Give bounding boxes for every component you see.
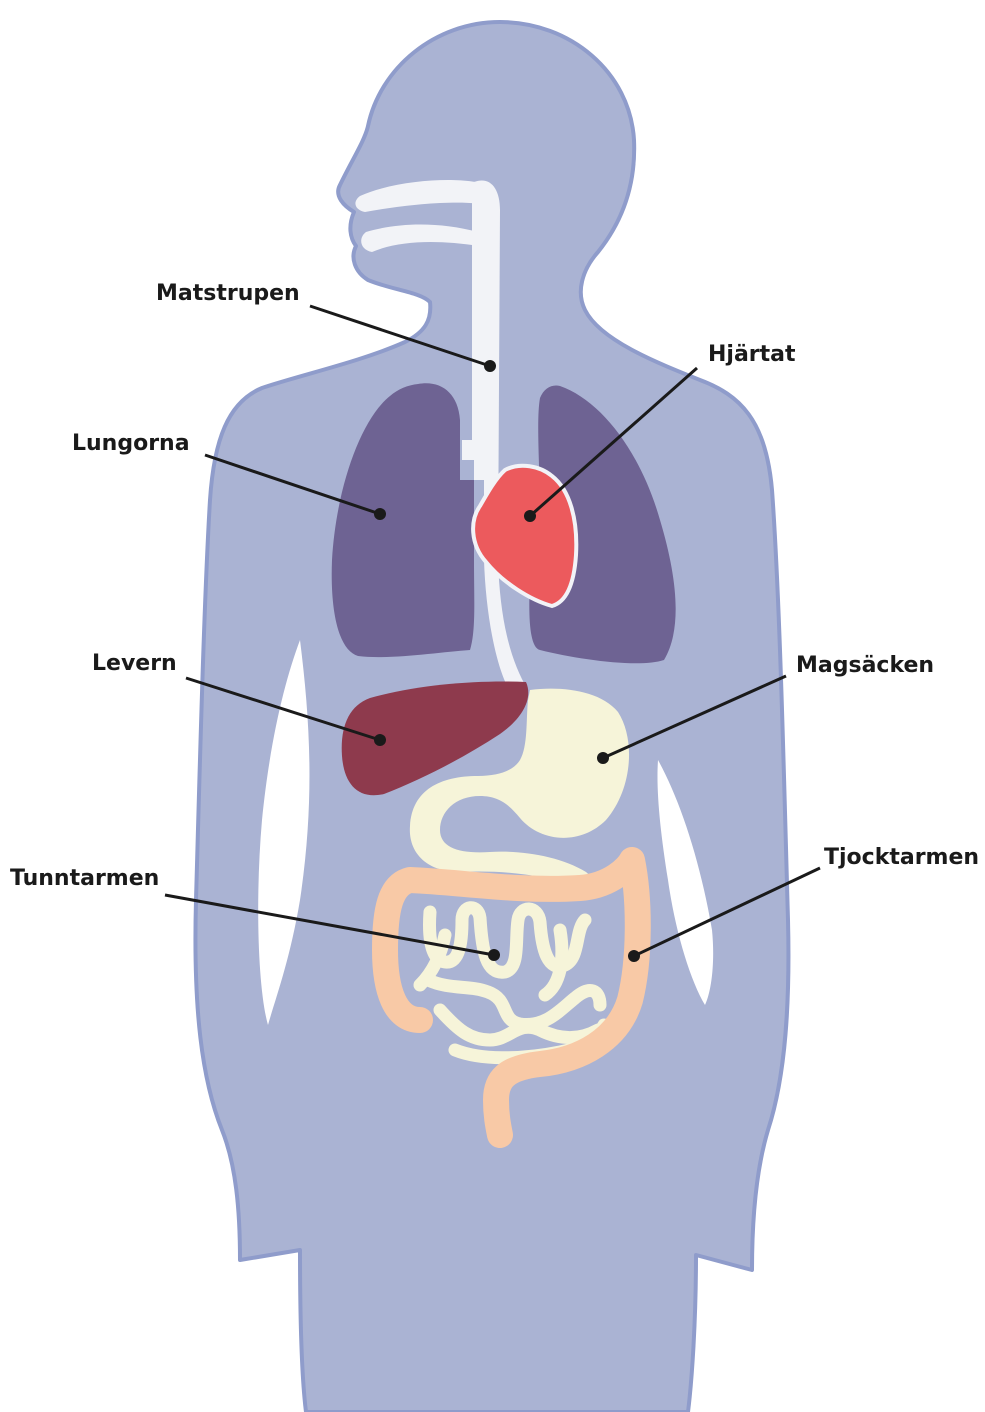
marker-lungs (374, 508, 386, 520)
label-stomach: Magsäcken (796, 653, 934, 678)
marker-stomach (597, 752, 609, 764)
marker-heart (524, 510, 536, 522)
marker-large-intestine (628, 950, 640, 962)
label-liver: Levern (92, 651, 177, 676)
label-lungs: Lungorna (72, 431, 190, 456)
label-esophagus: Matstrupen (156, 281, 300, 306)
marker-small-intestine (488, 949, 500, 961)
label-heart: Hjärtat (708, 342, 796, 367)
label-large-intestine: Tjocktarmen (824, 845, 979, 870)
label-small-intestine: Tunntarmen (10, 866, 159, 891)
marker-esophagus (484, 360, 496, 372)
marker-liver (374, 734, 386, 746)
